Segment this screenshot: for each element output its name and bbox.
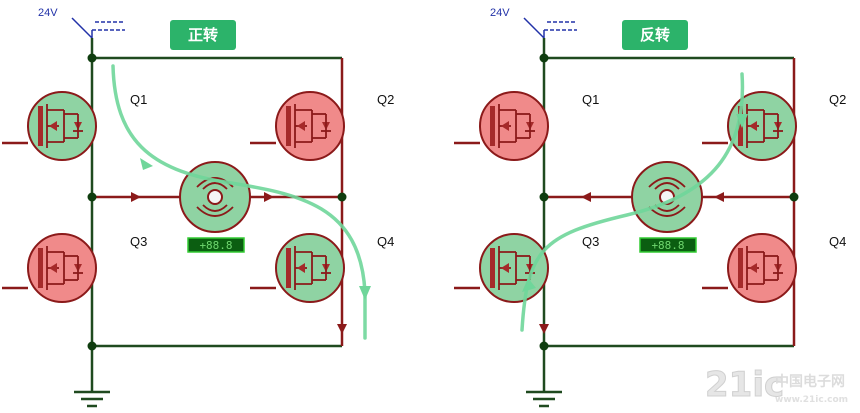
mosfet-q2-gate-icon — [286, 106, 291, 146]
mosfet-q3 — [27, 233, 97, 303]
motor-icon — [631, 161, 703, 233]
ground-icon — [526, 346, 562, 408]
meter-display — [187, 237, 245, 253]
transistor-label-q1: Q1 — [130, 92, 147, 107]
watermark-logo: 21ic — [705, 365, 784, 405]
junction-node — [87, 192, 97, 202]
mosfet-q4-body — [727, 233, 797, 303]
meter-reading: +88.8 — [651, 239, 684, 252]
junction-node — [539, 192, 549, 202]
mosfet-q4 — [727, 233, 797, 303]
transistor-label-q4: Q4 — [377, 234, 394, 249]
current-arrow-icon — [131, 192, 141, 202]
current-flow-path — [111, 64, 367, 340]
transistor-label-q3: Q3 — [130, 234, 147, 249]
current-arrow-icon — [714, 192, 724, 202]
transistor-label-q2: Q2 — [377, 92, 394, 107]
mode-title-box — [170, 20, 236, 50]
mosfet-q1-body — [27, 91, 97, 161]
mosfet-q1-body — [479, 91, 549, 161]
mosfet-q2-body — [275, 91, 345, 161]
watermark-url: www.21ic.com — [775, 395, 848, 405]
mosfet-q1 — [27, 91, 97, 161]
watermark: 21ic 中国电子网 www.21ic.com — [705, 365, 849, 406]
meter-reading: +88.8 — [199, 239, 232, 252]
supply-label: 24V — [490, 7, 510, 19]
mosfet-q4-body — [275, 233, 345, 303]
mosfet-q3-gate-icon — [490, 248, 495, 288]
mosfet-q2 — [727, 91, 797, 161]
mosfet-q3-gate-icon — [38, 248, 43, 288]
motor-icon — [179, 161, 251, 233]
mosfet-q2 — [275, 91, 345, 161]
mode-title-box — [622, 20, 688, 50]
meter-display — [639, 237, 697, 253]
mosfet-q3-body — [27, 233, 97, 303]
mosfet-q4 — [275, 233, 345, 303]
mosfet-q2-gate-icon — [738, 106, 743, 146]
mode-title: 正转 — [188, 26, 218, 44]
mosfet-q1-gate-icon — [490, 106, 495, 146]
junction-node — [789, 192, 799, 202]
mosfet-q4-gate-icon — [738, 248, 743, 288]
supply-label: 24V — [38, 7, 58, 19]
mosfet-q1-gate-icon — [38, 106, 43, 146]
watermark-sub: 中国电子网 — [775, 373, 845, 390]
transistor-label-q3: Q3 — [582, 234, 599, 249]
transistor-label-q2: Q2 — [829, 92, 846, 107]
supply-24v-icon — [523, 17, 577, 58]
mosfet-q3 — [479, 233, 549, 303]
transistor-label-q1: Q1 — [582, 92, 599, 107]
junction-node — [539, 341, 549, 351]
junction-node — [87, 53, 97, 63]
ground-icon — [74, 346, 110, 408]
current-flow-path — [520, 72, 745, 332]
current-arrow-icon — [581, 192, 591, 202]
junction-node — [539, 53, 549, 63]
current-arrow-icon — [264, 192, 274, 202]
mosfet-q1 — [479, 91, 549, 161]
supply-24v-icon — [71, 17, 125, 58]
mode-title: 反转 — [640, 26, 670, 44]
transistor-label-q4: Q4 — [829, 234, 846, 249]
junction-node — [87, 341, 97, 351]
junction-node — [337, 192, 347, 202]
mosfet-q2-body — [727, 91, 797, 161]
mosfet-q4-gate-icon — [286, 248, 291, 288]
